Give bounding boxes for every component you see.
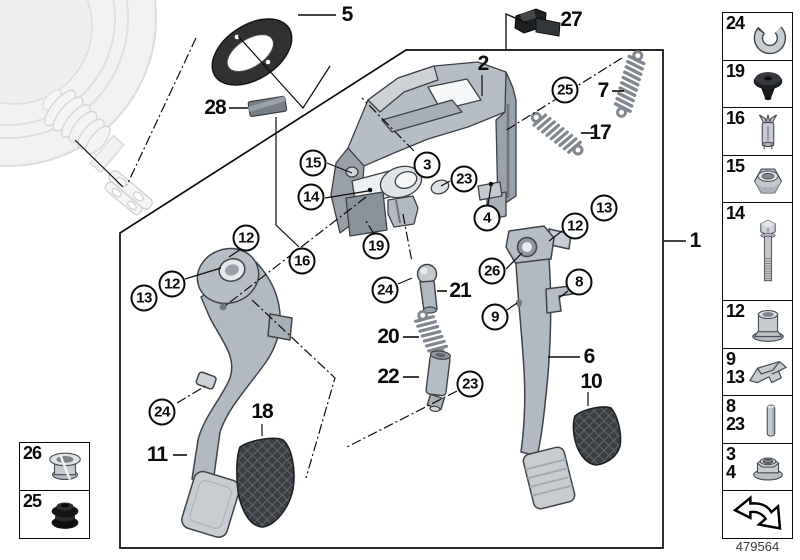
clutch-pedal-11 bbox=[181, 247, 293, 538]
callout-circle-9[interactable]: 9 bbox=[481, 303, 509, 331]
return-spring-7 bbox=[613, 50, 646, 118]
callout-circle-13[interactable]: 13 bbox=[590, 194, 618, 222]
callout-circle-24[interactable]: 24 bbox=[371, 276, 399, 304]
legend-item-number: 19 bbox=[726, 60, 745, 81]
split-bushing-icon bbox=[42, 447, 88, 489]
callout-label-7[interactable]: 7 bbox=[597, 79, 610, 102]
buffer-28 bbox=[247, 95, 288, 118]
hex-nut-icon bbox=[745, 160, 791, 202]
callout-circle-4[interactable]: 4 bbox=[473, 204, 501, 232]
callout-circle-12[interactable]: 12 bbox=[561, 212, 589, 240]
flanged-bushing-icon bbox=[745, 305, 791, 347]
legend-item-26[interactable]: 26 bbox=[19, 442, 90, 491]
callout-label-17[interactable]: 17 bbox=[589, 121, 611, 144]
spring-clip-icon bbox=[745, 353, 791, 395]
callout-circle-19[interactable]: 19 bbox=[362, 232, 390, 260]
leader-dot-14 bbox=[367, 187, 373, 193]
callout-label-22[interactable]: 22 bbox=[377, 365, 399, 388]
callout-label-18[interactable]: 18 bbox=[251, 400, 273, 423]
legend-item-overview-arrow[interactable] bbox=[722, 490, 793, 539]
legend-item-25[interactable]: 25 bbox=[19, 489, 90, 539]
brake-booster bbox=[0, 0, 157, 216]
legend-item-number: 25 bbox=[23, 490, 42, 511]
callout-circle-14[interactable]: 14 bbox=[297, 183, 325, 211]
diagram-number: 479564 bbox=[735, 539, 780, 554]
callout-circle-3[interactable]: 3 bbox=[413, 151, 441, 179]
flange-nut-icon bbox=[745, 448, 791, 490]
callout-circle-12[interactable]: 12 bbox=[158, 270, 186, 298]
hex-bolt-icon bbox=[745, 206, 791, 298]
callout-label-11[interactable]: 11 bbox=[146, 443, 168, 466]
overview-arrow-icon bbox=[731, 494, 785, 536]
callout-label-2[interactable]: 2 bbox=[477, 52, 490, 75]
callout-circle-24[interactable]: 24 bbox=[148, 398, 176, 426]
legend-item-16[interactable]: 16 bbox=[722, 107, 793, 156]
legend-item-15[interactable]: 15 bbox=[722, 154, 793, 204]
legend-item-number: 26 bbox=[23, 443, 42, 463]
return-spring-17 bbox=[530, 111, 584, 156]
sleeve-22 bbox=[425, 350, 451, 413]
callout-circle-8[interactable]: 8 bbox=[565, 268, 593, 296]
rubber-grommet-icon bbox=[42, 495, 88, 537]
ball-pin-21 bbox=[416, 263, 438, 314]
legend-item-14[interactable]: 14 bbox=[722, 202, 793, 302]
callout-circle-23[interactable]: 23 bbox=[450, 165, 478, 193]
expansion-rivet-icon bbox=[745, 112, 791, 154]
callout-label-1[interactable]: 1 bbox=[689, 229, 702, 252]
callout-circle-15[interactable]: 15 bbox=[299, 149, 327, 177]
pedal-pad-18 bbox=[236, 437, 295, 528]
legend-item-number: 14 bbox=[726, 203, 745, 223]
legend-item-12[interactable]: 12 bbox=[722, 300, 793, 349]
callout-circle-26[interactable]: 26 bbox=[478, 257, 506, 285]
brake-pedal-6 bbox=[505, 225, 576, 510]
callout-label-27[interactable]: 27 bbox=[560, 8, 582, 31]
callout-label-10[interactable]: 10 bbox=[580, 370, 602, 393]
callout-label-28[interactable]: 28 bbox=[204, 96, 226, 119]
callout-label-21[interactable]: 21 bbox=[449, 279, 471, 302]
legend-column-left: 26 25 bbox=[19, 442, 90, 539]
pin-icon bbox=[751, 400, 791, 442]
diagram-frame bbox=[119, 13, 664, 549]
callout-circle-12[interactable]: 12 bbox=[232, 224, 260, 252]
callout-circle-13[interactable]: 13 bbox=[130, 284, 158, 312]
callout-label-5[interactable]: 5 bbox=[341, 3, 354, 26]
pedal-pad-10 bbox=[572, 406, 622, 466]
callout-circle-16[interactable]: 16 bbox=[288, 247, 316, 275]
legend-item-24[interactable]: 24 bbox=[722, 12, 793, 61]
callout-circle-23[interactable]: 23 bbox=[456, 370, 484, 398]
grommet-plug-icon bbox=[745, 65, 791, 107]
callout-label-6[interactable]: 6 bbox=[583, 345, 596, 368]
legend-item-number: 12 bbox=[726, 301, 745, 321]
leader-lines bbox=[74, 14, 686, 479]
stop-light-switch-27 bbox=[514, 8, 561, 37]
legend-item-number: 15 bbox=[726, 155, 745, 176]
legend-item-19[interactable]: 19 bbox=[722, 59, 793, 109]
callout-label-20[interactable]: 20 bbox=[377, 325, 399, 348]
legend-item-number: 24 bbox=[726, 13, 745, 33]
c-clip-icon bbox=[745, 17, 791, 59]
legend-item-number: 16 bbox=[726, 108, 745, 128]
callout-circle-25[interactable]: 25 bbox=[551, 76, 579, 104]
leader-dot-4 bbox=[488, 181, 494, 187]
support-bracket-2 bbox=[330, 61, 517, 237]
